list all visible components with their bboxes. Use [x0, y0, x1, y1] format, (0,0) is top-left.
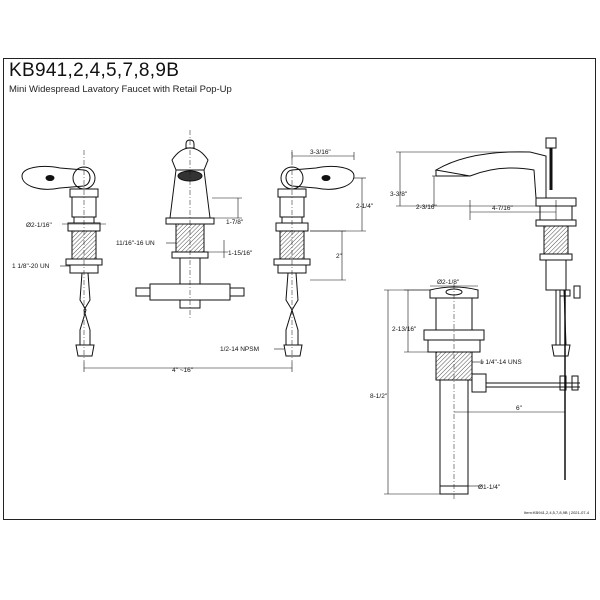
dim-spout-height: 2-3/16" — [416, 204, 437, 211]
dim-handle-dia: Ø2-1/16" — [26, 222, 52, 229]
dim-tailpiece: Ø1-1/4" — [478, 484, 501, 491]
dim-drain-body: 2-13/16" — [392, 326, 417, 333]
dim-drain-flange: Ø2-1/8" — [437, 279, 460, 286]
dim-inlet-thread: 1/2-14 NPSM — [220, 346, 259, 353]
dim-spout-dia: 1-7/8" — [226, 219, 244, 226]
dim-spout-reach: 4-7/16" — [492, 205, 513, 212]
spout-side-view — [434, 137, 581, 357]
dim-spout-thread: 11/16"-16 UN — [116, 240, 155, 247]
dim-handle-top-width: 3-3/16" — [310, 149, 331, 156]
dim-spout-shank: 1-15/16" — [228, 250, 253, 257]
pop-up-drain — [423, 284, 580, 500]
drawing-frame — [3, 58, 596, 520]
drawing-number: Item:KB941,2,4,5,7,8,9B | 2021-07-4 — [524, 510, 590, 515]
dim-overall-height: 3-3/8" — [390, 191, 408, 198]
dim-handle-shank: 2" — [336, 253, 343, 260]
dim-handle-height: 2-1/4" — [356, 203, 374, 210]
dim-handle-thread: 1 1/8"-20 UN — [12, 263, 50, 270]
left-handle-valve — [21, 150, 103, 362]
product-subtitle: Mini Widespread Lavatory Faucet with Ret… — [9, 84, 232, 95]
dim-lift-rod: 6" — [516, 405, 523, 412]
right-handle-valve — [273, 150, 355, 362]
product-title: KB941,2,4,5,7,8,9B — [9, 60, 180, 81]
spout-front-view — [135, 130, 245, 320]
dim-drain-thread: 1 1/4"-14 UNS — [480, 359, 522, 366]
dimension-lines — [60, 151, 565, 495]
dim-drain-total: 8-1/2" — [370, 393, 388, 400]
dim-handle-span: 4" ~16" — [172, 367, 194, 374]
